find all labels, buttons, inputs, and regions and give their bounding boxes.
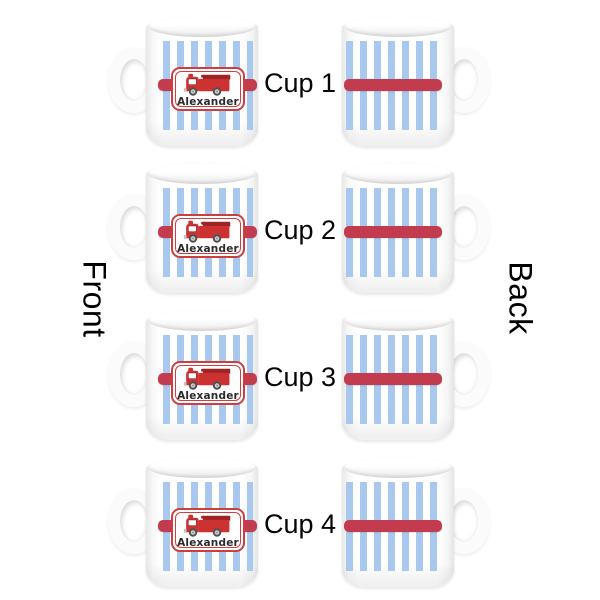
mug-rim [148, 310, 256, 331]
mug-back-view [342, 163, 490, 293]
plaque-name-text: Alexander [177, 537, 239, 549]
mug-front-view: Alexander [108, 457, 258, 587]
cup-label: Cup 2 [263, 215, 337, 245]
red-band [344, 79, 442, 91]
mug-body: Alexander [146, 163, 258, 293]
name-plaque: Alexander [171, 67, 245, 111]
mug-body: Alexander [146, 457, 258, 587]
mug-rim [344, 163, 452, 184]
mug-front-view: Alexander [108, 163, 258, 293]
mug-body: Alexander [146, 310, 258, 440]
fire-truck-icon [183, 73, 231, 96]
mug-rim [344, 457, 452, 478]
mug-front-view: Alexander [108, 310, 258, 440]
name-plaque: Alexander [171, 214, 245, 258]
plaque-name-text: Alexander [177, 390, 239, 402]
cup-row-2: Alexander Cup 2 [0, 163, 600, 293]
mug-rim [344, 16, 452, 37]
mug-body: Alexander [146, 16, 258, 146]
red-band [344, 226, 442, 238]
red-band [344, 520, 442, 532]
mug-rim [344, 310, 452, 331]
name-plaque: Alexander [171, 508, 245, 552]
mug-rim [148, 163, 256, 184]
cup-row-4: Alexander Cup 4 [0, 457, 600, 587]
cup-row-1: Alexander Cup 1 [0, 16, 600, 146]
mug-body [342, 310, 454, 440]
plaque-name-text: Alexander [177, 96, 239, 108]
mug-back-view [342, 457, 490, 587]
cup-label: Cup 1 [263, 68, 337, 98]
mug-rim [148, 457, 256, 478]
mug-back-view [342, 310, 490, 440]
fire-truck-icon [183, 220, 231, 243]
plaque-name-text: Alexander [177, 243, 239, 255]
mug-rim [148, 16, 256, 37]
red-band [344, 373, 442, 385]
fire-truck-icon [183, 367, 231, 390]
cup-label: Cup 3 [263, 362, 337, 392]
mug-body [342, 163, 454, 293]
mug-back-view [342, 16, 490, 146]
name-plaque: Alexander [171, 361, 245, 405]
fire-truck-icon [183, 514, 231, 537]
mug-body [342, 16, 454, 146]
cup-row-3: Alexander Cup 3 [0, 310, 600, 440]
mug-body [342, 457, 454, 587]
cup-label: Cup 4 [263, 509, 337, 539]
mug-front-view: Alexander [108, 16, 258, 146]
